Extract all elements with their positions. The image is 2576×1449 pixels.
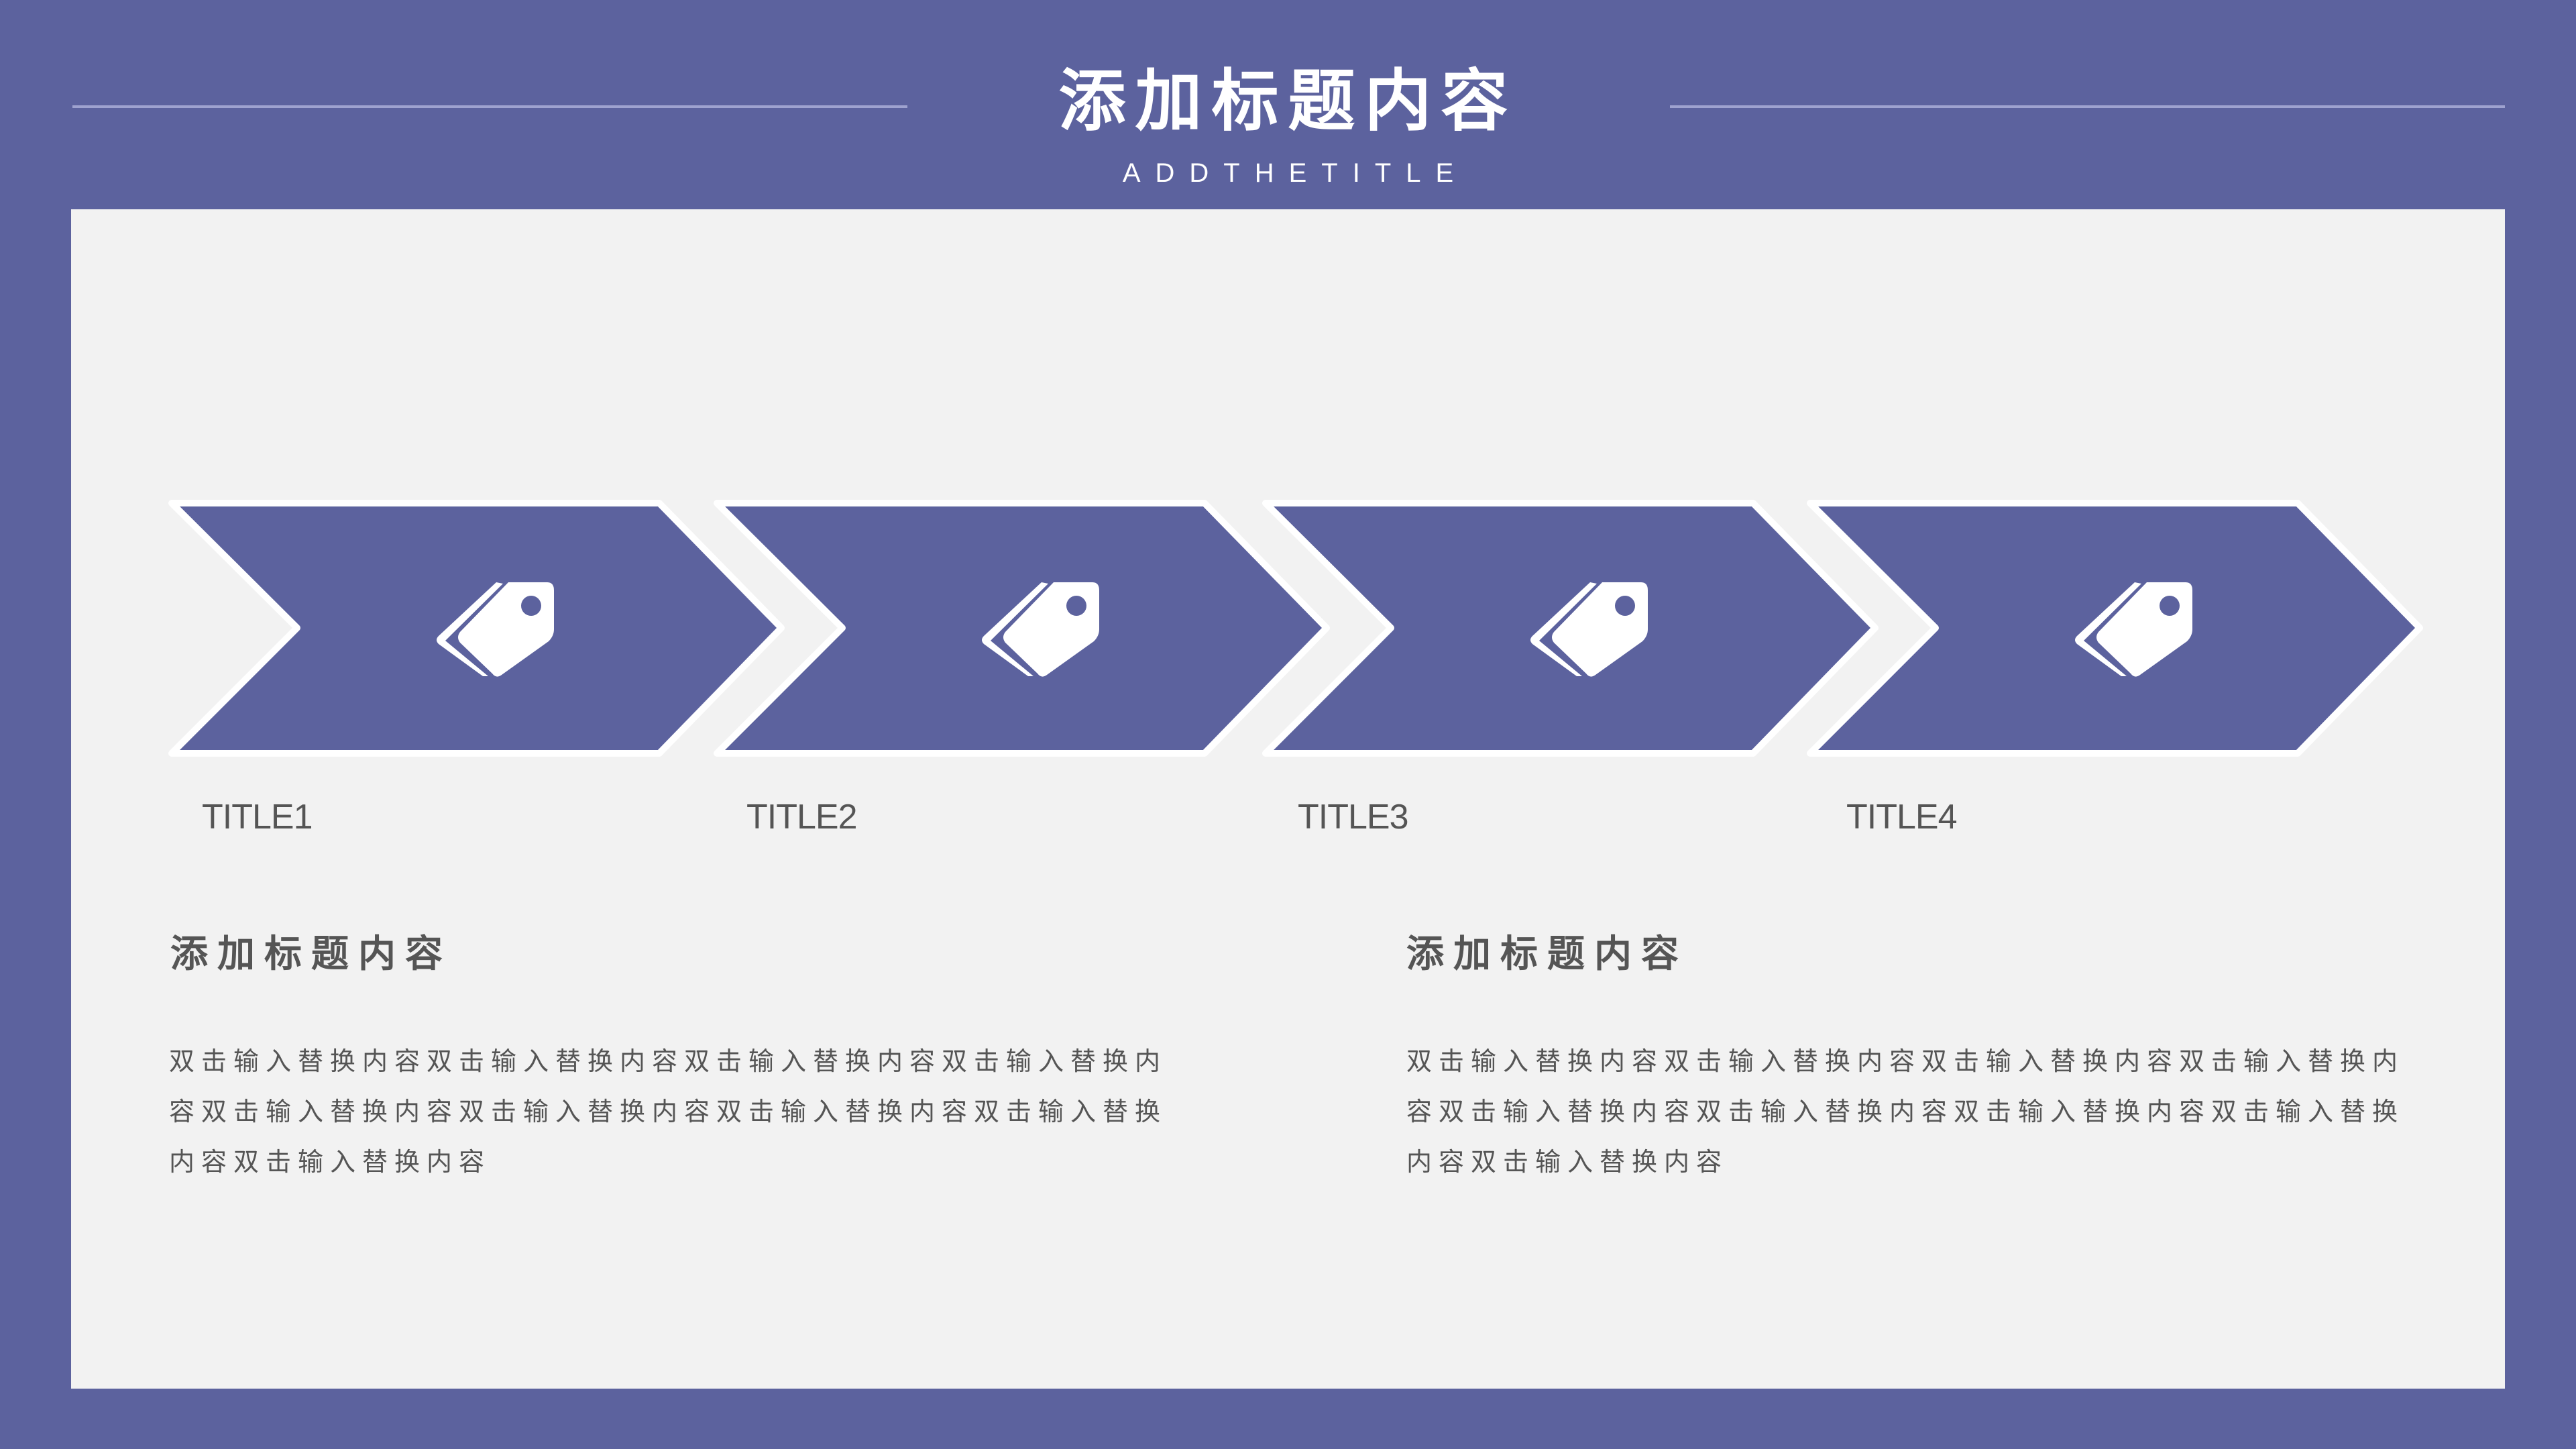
content-panel bbox=[71, 209, 2505, 1389]
header-divider-left bbox=[72, 105, 907, 108]
page-title[interactable]: 添加标题内容 bbox=[1058, 62, 1518, 140]
step-label-3[interactable]: TITLE3 bbox=[1298, 798, 1408, 837]
process-arrow-2[interactable] bbox=[714, 500, 1340, 767]
tags-icon bbox=[982, 582, 1099, 677]
section-body-left[interactable]: 双击输入替换内容双击输入替换内容双击输入替换内容双击输入替换内容双击输入替换内容… bbox=[169, 1046, 1168, 1177]
step-label-1[interactable]: TITLE1 bbox=[202, 798, 313, 837]
step-label-4[interactable]: TITLE4 bbox=[1846, 798, 1957, 837]
process-arrow-4[interactable] bbox=[1807, 500, 2433, 767]
tags-icon bbox=[2075, 582, 2192, 677]
step-label-2[interactable]: TITLE2 bbox=[746, 798, 857, 837]
page-subtitle[interactable]: ADDTHETITLE bbox=[1122, 158, 1469, 188]
section-heading-right[interactable]: 添加标题内容 bbox=[1406, 932, 1688, 976]
chevron-shape bbox=[1807, 500, 2423, 757]
section-heading-left[interactable]: 添加标题内容 bbox=[170, 932, 452, 976]
process-arrow-1[interactable] bbox=[168, 500, 795, 767]
section-body-right[interactable]: 双击输入替换内容双击输入替换内容双击输入替换内容双击输入替换内容双击输入替换内容… bbox=[1406, 1046, 2405, 1177]
chevron-shape bbox=[714, 500, 1330, 757]
header-divider-right bbox=[1670, 105, 2505, 108]
process-arrow-3[interactable] bbox=[1262, 500, 1889, 767]
tags-icon bbox=[1530, 582, 1648, 677]
chevron-shape bbox=[1262, 500, 1879, 757]
tags-icon bbox=[437, 582, 554, 677]
chevron-shape bbox=[168, 500, 785, 757]
